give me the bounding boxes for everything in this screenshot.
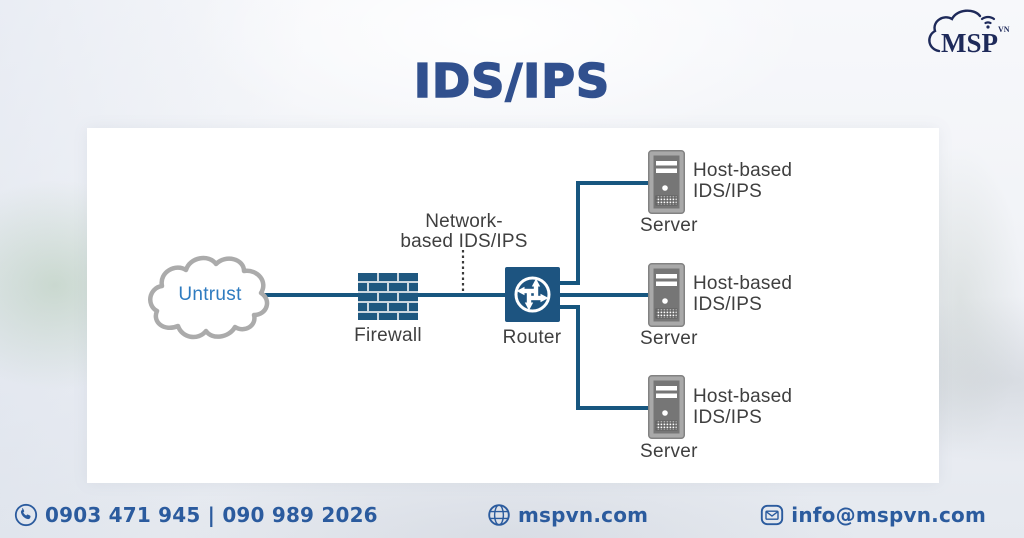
email-address: info@mspvn.com: [791, 503, 986, 527]
router-label: Router: [502, 327, 562, 348]
network-ids-label: Network- based IDS/IPS: [393, 212, 535, 252]
wifi-icon: [980, 15, 996, 29]
website-url: mspvn.com: [518, 503, 649, 527]
cloud-icon: [148, 255, 270, 340]
phone-numbers: 0903 471 945 | 090 989 2026: [45, 503, 378, 527]
phone-contact: 0903 471 945 | 090 989 2026: [14, 503, 378, 527]
contact-footer: 0903 471 945 | 090 989 2026 mspvn.com in…: [0, 503, 1024, 533]
msp-logo: MSP VN: [924, 6, 1012, 66]
page-title: IDS/IPS: [413, 53, 611, 109]
server-label: Server: [640, 328, 698, 349]
firewall-label: Firewall: [354, 325, 422, 346]
logo-superscript: VN: [998, 25, 1010, 34]
host-based-ids-annotation: Host-based IDS/IPS: [693, 160, 793, 202]
host-based-ids-annotation: Host-based IDS/IPS: [693, 386, 793, 428]
server-icon: [648, 150, 685, 214]
email-contact: info@mspvn.com: [760, 503, 986, 527]
untrust-cloud: Untrust: [145, 250, 275, 348]
untrust-label: Untrust: [178, 284, 242, 305]
website-contact: mspvn.com: [487, 503, 648, 527]
server-label: Server: [640, 215, 698, 236]
connection-lines: [247, 181, 648, 410]
network-ids-label-line1: Network-: [425, 211, 503, 232]
network-ids-label-line2: based IDS/IPS: [400, 231, 528, 252]
server-icon: [648, 263, 685, 327]
email-icon: [761, 504, 784, 526]
globe-icon: [488, 504, 510, 526]
firewall-icon: [358, 273, 418, 320]
logo-text: MSP: [941, 28, 998, 58]
cloud-logo-icon: [928, 9, 982, 53]
server-icon: [648, 375, 685, 439]
diagram-panel: Untrust Firewall Router: [87, 128, 939, 483]
router-icon: [505, 267, 560, 322]
phone-icon: [14, 503, 38, 527]
server-label: Server: [640, 441, 698, 462]
host-based-ids-annotation: Host-based IDS/IPS: [693, 273, 793, 315]
